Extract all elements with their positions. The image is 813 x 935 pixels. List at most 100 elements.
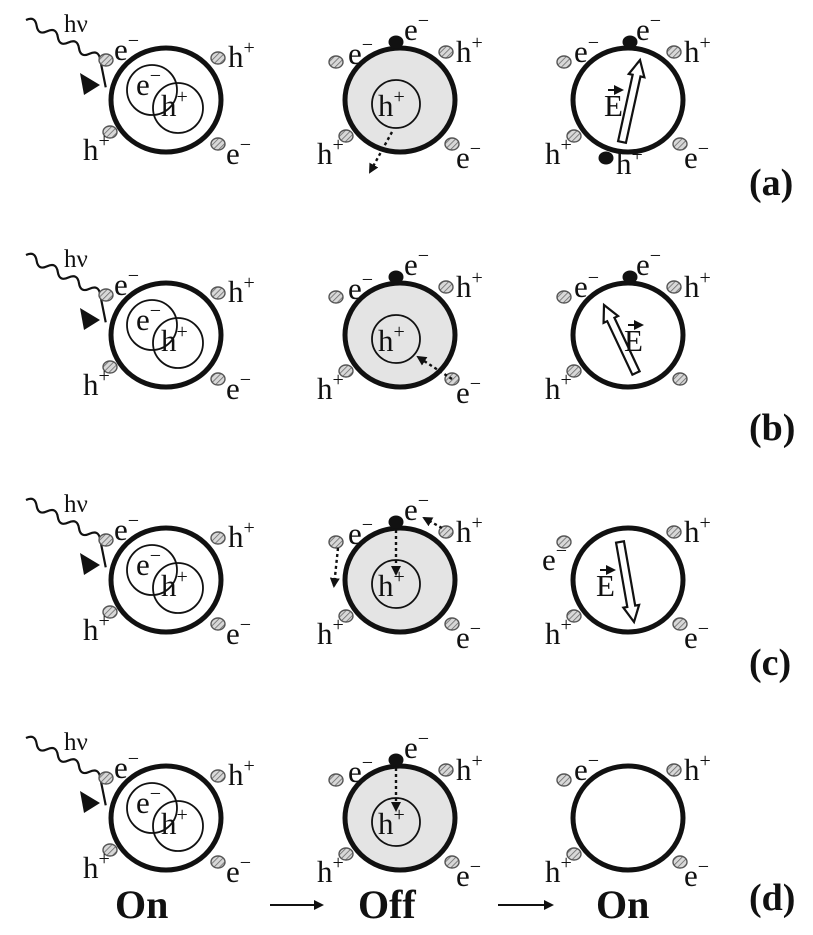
surface-trap [102,605,118,619]
surface-trap [210,372,226,386]
electron-label: e− [136,300,161,337]
hole-label: h+ [83,848,110,885]
hole-label: h+ [161,321,188,358]
electron-label: e− [226,369,251,406]
hole-label: h+ [378,86,405,123]
hole-label: h+ [545,134,572,171]
field-label: E [596,568,615,603]
electron-label: e− [136,545,161,582]
nanocrystal [108,763,224,873]
on-state-particle: hνe−h+e−h+h+e− [25,491,255,651]
electron-label: e− [404,728,429,765]
on-state-particle: hνe−h+e−h+h+e− [25,729,255,889]
field-arrow [602,302,642,377]
surface-trap [566,129,582,143]
hole-label: h+ [161,566,188,603]
electron-label: e− [348,752,373,789]
surface-trap [556,535,572,549]
surface-trap [444,137,460,151]
photon-wave [25,17,107,88]
hole-label: h+ [456,267,483,304]
surface-trap [672,372,688,386]
electron-label: e− [684,138,709,175]
photon-label: hν [64,246,88,273]
trap-transfer-arrow [422,516,443,530]
nanocrystal [108,525,224,635]
surface-trap [438,45,454,59]
surface-trap [672,137,688,151]
field-arrow [616,57,646,145]
surface-trap [210,531,226,545]
charged-nanocrystal [342,525,458,635]
hole-orbit [152,562,204,614]
electron-label: e− [404,10,429,47]
state-label-on: On [115,882,168,927]
electron-label: e− [542,540,567,577]
surface-trap [98,288,114,302]
electron-label: e− [456,856,481,893]
electron-label: e− [226,134,251,171]
surface-trap [210,137,226,151]
electron-label: e− [136,783,161,820]
surface-trap [98,533,114,547]
hole-label: h+ [378,566,405,603]
surface-trap [556,55,572,69]
electron-label: e− [114,748,139,785]
surface-trap [556,773,572,787]
surface-trap [328,290,344,304]
hole-label: h+ [456,512,483,549]
photon-arrowhead [80,73,100,95]
hole-orbit [152,317,204,369]
surface-trap [210,769,226,783]
state-label-off: Off [358,882,416,927]
panel-label-c: (c) [749,642,791,684]
hole-label: h+ [684,512,711,549]
hole-orbit [371,79,421,129]
charged-nanocrystal [342,45,458,155]
off-state-particle: h+e−e−h+h+e− [317,10,483,175]
hole-label: h+ [228,517,255,554]
electron-label: e− [404,490,429,527]
photon-label: hν [64,729,88,756]
on-state-2-particle: e−h+h+e− [545,750,711,893]
field-label: E [624,323,643,358]
on-state-2-particle: Ee−h+h+e− [542,512,711,655]
photon-label: hν [64,491,88,518]
hole-label: h+ [161,86,188,123]
off-state-particle: h+e−e−h+h+e− [317,490,483,655]
surface-trap [98,53,114,67]
surface-trap [566,847,582,861]
panel-label-d: (d) [749,877,795,919]
nanocrystal [108,280,224,390]
hole-label: h+ [83,365,110,402]
on-state-2-particle: Ee−h+e−h+h+e− [545,10,711,181]
field-label: E [604,88,623,123]
surface-trap [438,763,454,777]
trapped-electron [388,515,404,529]
hole-label: h+ [161,804,188,841]
electron-label: e− [574,267,599,304]
hole-label: h+ [317,134,344,171]
surface-trap [102,843,118,857]
electron-label: e− [226,614,251,651]
surface-trap [666,525,682,539]
hole-label: h+ [378,804,405,841]
surface-trap [338,129,354,143]
surface-trap [328,55,344,69]
hole-label: h+ [83,130,110,167]
electron-label: e− [348,269,373,306]
charged-nanocrystal [342,763,458,873]
hole-label: h+ [456,32,483,69]
electron-label: e− [404,245,429,282]
electron-label: e− [456,373,481,410]
surface-trap [666,45,682,59]
hole-label: h+ [378,321,405,358]
surface-trap [444,617,460,631]
electron-label: e− [136,65,161,102]
panel-label-b: (b) [749,407,795,449]
surface-trap [102,360,118,374]
electron-label: e− [456,618,481,655]
panel-label-a: (a) [749,162,793,204]
hole-label: h+ [545,369,572,406]
